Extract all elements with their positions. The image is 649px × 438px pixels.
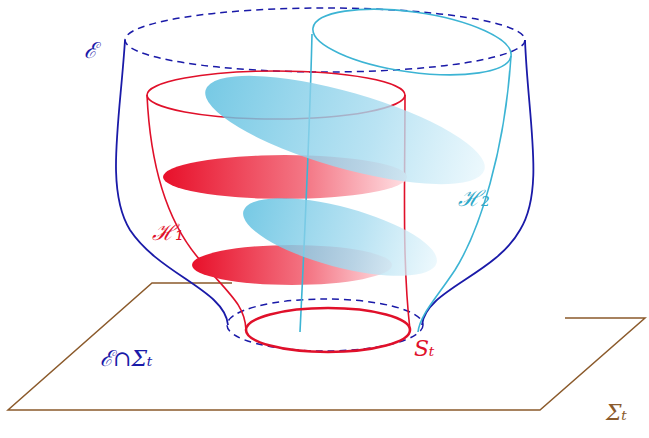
- horizon-side: [418, 56, 511, 332]
- symbol-label: ℋ₂: [458, 186, 490, 211]
- horizon-side: [147, 95, 246, 330]
- horizon-slice: [236, 182, 445, 292]
- intersection-ellipse: [227, 299, 423, 351]
- label-holder: ℋ₁: [152, 222, 184, 244]
- slice-plane: [8, 283, 645, 410]
- label-holder: Sₜ: [414, 338, 435, 360]
- symbol-label: ℰ: [84, 38, 97, 63]
- symbol-label: Σₜ: [606, 400, 627, 425]
- horizon-slice: [195, 54, 495, 207]
- label-holder: ℰ∩Σₜ: [100, 348, 152, 370]
- horizon-side: [300, 34, 312, 332]
- label-holder: ℋ₂: [458, 188, 490, 210]
- top-rim: [125, 8, 525, 72]
- horizon-rim: [309, 0, 515, 86]
- symbol-label: ℋ₁: [152, 220, 184, 245]
- label-holder: ℰ: [84, 40, 97, 62]
- label-holder: Σₜ: [606, 402, 627, 424]
- symbol-label: ℰ∩Σₜ: [100, 346, 152, 371]
- symbol-label: Sₜ: [414, 336, 435, 361]
- section-ellipse: [246, 308, 410, 352]
